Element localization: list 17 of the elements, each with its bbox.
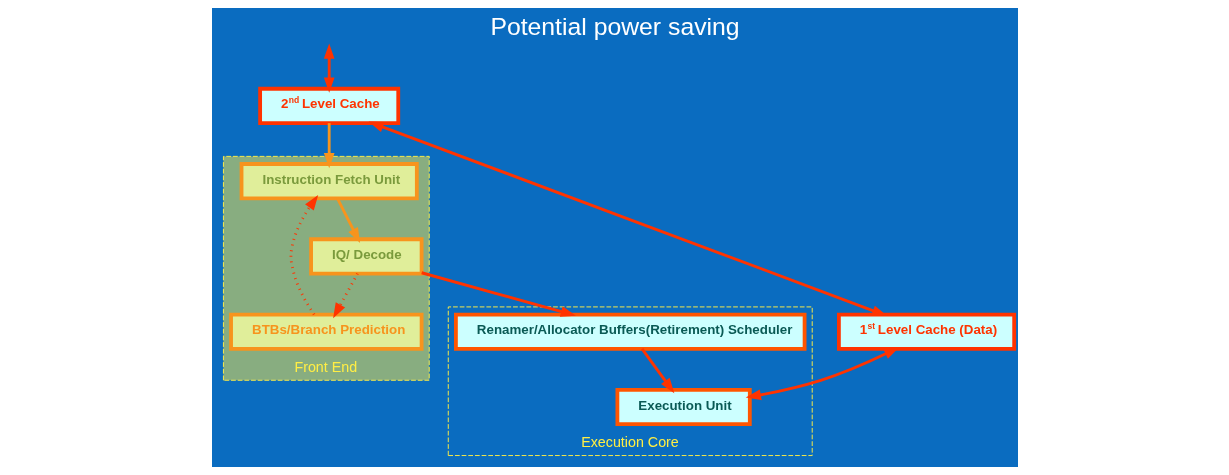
arrow xyxy=(420,271,576,317)
node-box: Renamer/Allocator Buffers(Retirement) Scheduler xyxy=(453,312,806,351)
arrow xyxy=(323,43,335,93)
diagram-title: Potential power saving xyxy=(489,13,740,41)
node-box: Execution Unit xyxy=(614,387,752,426)
node-box: IQ/ Decode xyxy=(308,237,423,276)
arrow xyxy=(368,121,887,317)
arrow xyxy=(332,272,359,319)
node-box: Instruction Fetch Unit xyxy=(239,162,419,201)
node-box: BTBs/Branch Prediction xyxy=(228,312,423,351)
node-box: 2$^{nd}$ Level Cache xyxy=(257,86,400,125)
arrow xyxy=(640,348,674,394)
arrow xyxy=(335,197,360,244)
arrow xyxy=(289,194,318,316)
arrow xyxy=(745,347,899,401)
node-box: 1$^{st}$ Level Cache (Data) xyxy=(836,312,1016,351)
arrow xyxy=(323,123,335,169)
